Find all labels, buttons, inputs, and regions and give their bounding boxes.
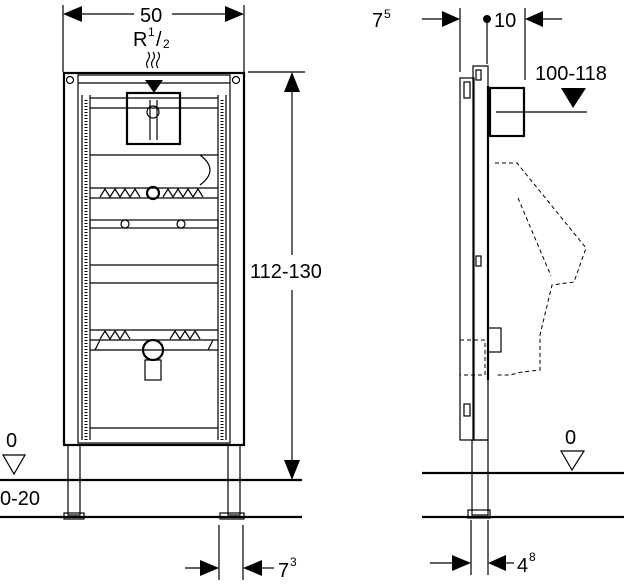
connection-box xyxy=(125,91,182,146)
urinal-outline xyxy=(495,162,587,376)
width-label: 50 xyxy=(140,5,162,27)
height-label: 112-130 xyxy=(250,261,322,283)
arrow-left-icon xyxy=(488,555,506,571)
connection-sub: 2 xyxy=(163,37,170,51)
arrow-left-icon xyxy=(525,11,543,27)
arrow-up-icon xyxy=(284,72,300,92)
foot-sup: 8 xyxy=(529,550,536,564)
connection-sup: 1 xyxy=(148,25,155,39)
foot-sup: 3 xyxy=(290,555,297,569)
level-triangle-icon xyxy=(559,450,586,472)
arrow-right-icon xyxy=(452,555,471,571)
arrow-right-icon xyxy=(225,6,244,22)
foot-label: 7 xyxy=(278,560,289,582)
arrow-right-icon xyxy=(200,560,219,576)
arrow-down-icon xyxy=(284,460,300,480)
side-view: 7 5 10 100-118 0 xyxy=(372,7,624,577)
arrow-right-icon xyxy=(442,11,460,27)
front-view: 50 R 1 / 2 xyxy=(0,5,322,582)
offset-label: 10 xyxy=(494,10,516,32)
fraction-slash: / xyxy=(156,29,162,51)
depth-label: 7 xyxy=(372,10,383,32)
outlet-height-label: 100-118 xyxy=(535,63,607,85)
floor-label: 0 xyxy=(565,427,576,449)
arrow-down-icon xyxy=(145,80,163,93)
floor-label: 0 xyxy=(6,430,17,452)
water-supply-icon xyxy=(145,51,161,69)
floor-range-label: 0-20 xyxy=(0,488,40,510)
frame-outline xyxy=(62,71,246,447)
foot-label: 4 xyxy=(517,555,528,577)
arrow-left-icon xyxy=(63,6,82,22)
depth-sup: 5 xyxy=(384,7,391,21)
connection-label: R xyxy=(133,29,147,51)
level-triangle-icon xyxy=(1,454,27,476)
arrow-left-icon xyxy=(243,560,262,576)
level-triangle-icon xyxy=(561,88,586,108)
